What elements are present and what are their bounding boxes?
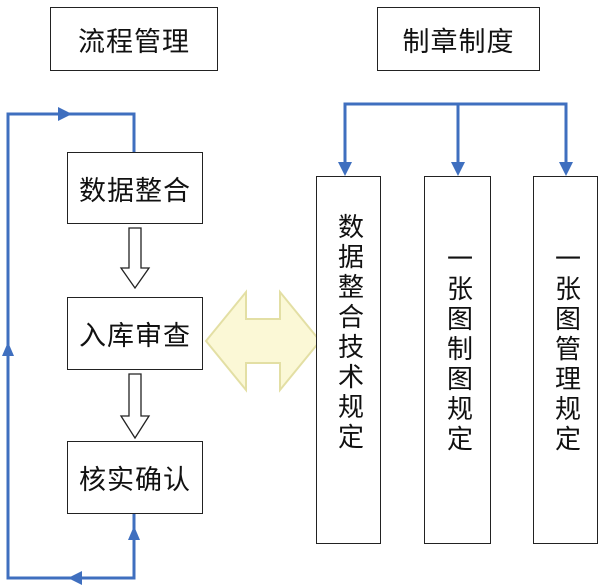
step-arrow-1 xyxy=(119,227,151,290)
step-label-integrate: 数据整合 xyxy=(79,175,191,207)
loop-arrowhead-top xyxy=(58,107,72,121)
distribution-bracket xyxy=(343,102,568,172)
bracket-arrowhead-1 xyxy=(338,162,352,176)
rule-label-mapping: 一张图制图规定 xyxy=(442,245,473,455)
bracket-arrowhead-2 xyxy=(451,162,465,176)
step-arrow-2 xyxy=(119,373,151,440)
rule-box-mapping: 一张图制图规定 xyxy=(424,176,491,544)
system-heading: 制章制度 xyxy=(402,26,515,58)
step-box-integrate: 数据整合 xyxy=(67,152,203,224)
step-box-review: 入库审查 xyxy=(67,297,203,370)
loop-arrowhead-up xyxy=(2,342,14,356)
double-arrow-icon xyxy=(204,289,322,393)
rule-label-integration-tech: 数据整合技术规定 xyxy=(333,213,364,453)
step-label-confirm: 核实确认 xyxy=(79,465,191,496)
loop-arrowhead-right-up xyxy=(128,526,140,540)
bracket-arrowhead-3 xyxy=(559,162,573,176)
rule-box-management: 一张图管理规定 xyxy=(533,176,598,544)
step-label-review: 入库审查 xyxy=(79,321,191,352)
system-heading-box: 制章制度 xyxy=(377,7,540,71)
rule-box-integration-tech: 数据整合技术规定 xyxy=(316,176,381,544)
rule-label-management: 一张图管理规定 xyxy=(550,245,581,455)
loop-arrowhead-bottom xyxy=(68,571,82,585)
process-heading: 流程管理 xyxy=(78,26,190,58)
step-box-confirm: 核实确认 xyxy=(67,441,203,514)
process-heading-box: 流程管理 xyxy=(50,7,218,71)
